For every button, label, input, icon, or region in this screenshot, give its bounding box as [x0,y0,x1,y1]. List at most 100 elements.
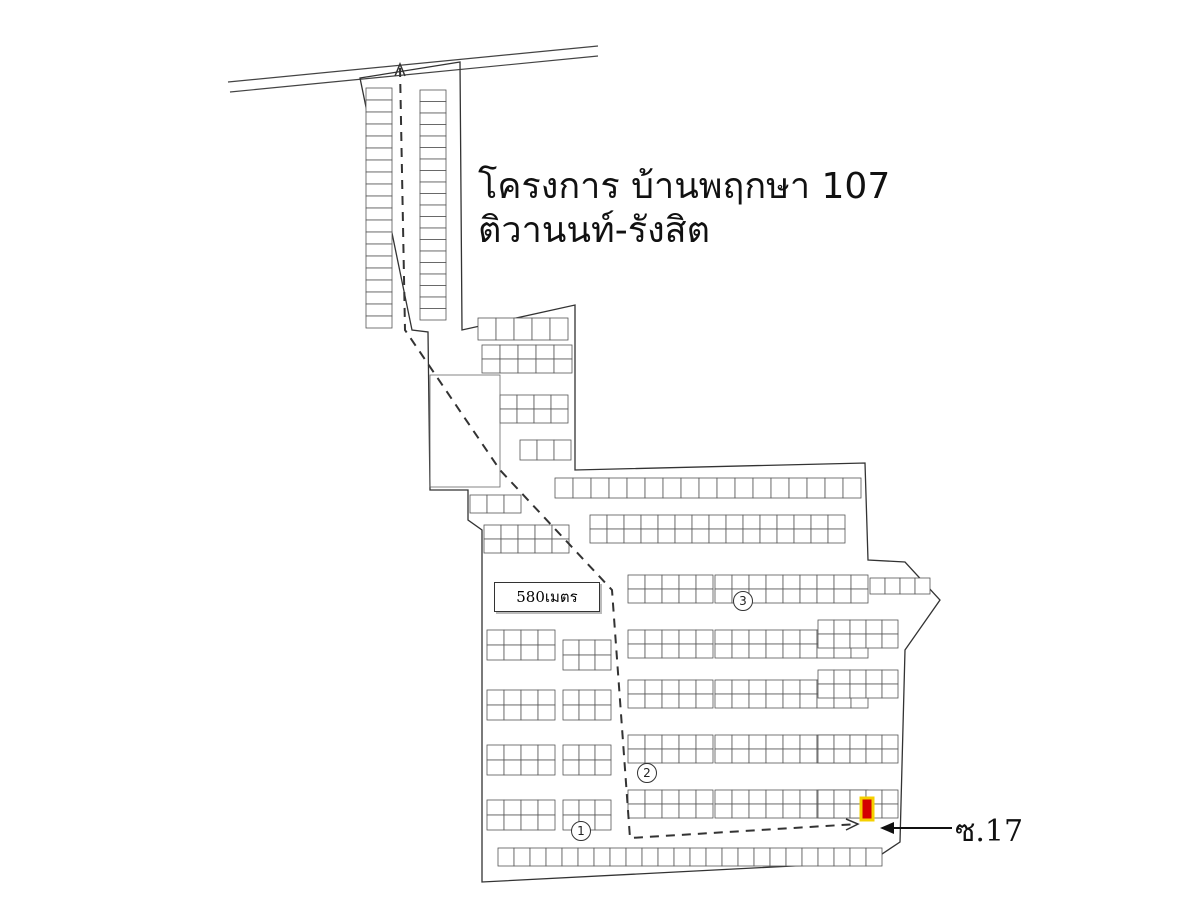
lot [748,629,767,645]
lot [627,789,646,805]
lot [503,494,522,514]
lot [562,654,580,671]
lot [365,99,393,113]
lot [365,111,393,125]
lot [419,216,447,229]
lot [578,799,596,816]
lot [419,239,447,252]
lot [365,315,393,329]
lot [495,317,515,341]
lot [849,619,867,635]
lot [419,250,447,263]
lot [810,528,829,544]
lot [545,847,563,867]
lot [782,588,801,604]
lot [695,643,714,659]
lot [627,679,646,695]
lot [562,744,580,761]
lot [731,803,750,819]
lot [748,803,767,819]
lot [782,693,801,709]
lot [534,524,553,540]
lot [365,291,393,305]
lot [698,477,718,499]
lot [782,789,801,805]
lot [678,679,697,695]
lot [517,358,537,374]
lot [748,574,767,590]
lot [419,273,447,286]
lot [714,643,733,659]
lot [419,124,447,137]
lot [865,683,883,699]
lot [577,847,595,867]
lot [661,588,680,604]
lot [816,574,835,590]
lot [661,643,680,659]
lot [714,574,733,590]
title-line-1: โครงการ บ้านพฤกษา 107 [478,166,891,207]
lot [770,477,790,499]
lot [594,654,612,671]
lot [782,803,801,819]
lot [661,574,680,590]
lot [553,439,572,461]
lot [469,494,488,514]
zone-marker-3[interactable]: 3 [733,591,753,611]
arrow-head-icon [880,822,894,834]
lot [689,847,707,867]
lot [365,303,393,317]
lot [627,588,646,604]
lot [817,734,835,750]
lot [627,693,646,709]
lot [817,683,835,699]
lot [833,748,851,764]
lot [623,528,642,544]
lot [849,748,867,764]
lot-grid [365,87,931,867]
highlighted-lot[interactable] [859,796,875,822]
lot [731,693,750,709]
lot [578,704,596,721]
lot [850,588,869,604]
lot [765,789,784,805]
lot [708,514,727,530]
lot [481,358,501,374]
lot [714,734,733,750]
lot [644,734,663,750]
zone-marker-1[interactable]: 1 [571,821,591,841]
lot [833,588,852,604]
lot [500,538,519,554]
lot [537,814,556,831]
lot [661,789,680,805]
lot [549,317,569,341]
lot [731,789,750,805]
lot [799,789,818,805]
lot [517,538,536,554]
lot [731,734,750,750]
lot [644,477,664,499]
lot [680,477,700,499]
lot [810,514,829,530]
lot [865,619,883,635]
lot [365,135,393,149]
lot [899,577,916,595]
lot [714,679,733,695]
zone-marker-2[interactable]: 2 [637,763,657,783]
lot [708,528,727,544]
lot [695,574,714,590]
lot [765,574,784,590]
lot [594,759,612,776]
lot [419,308,447,321]
lot [419,227,447,240]
lot [644,643,663,659]
internal-road [399,67,859,840]
lot [833,734,851,750]
lot [499,344,519,360]
lot [578,759,596,776]
lot [799,629,818,645]
lot [483,524,502,540]
lot [365,219,393,233]
lot [765,679,784,695]
lot [365,279,393,293]
